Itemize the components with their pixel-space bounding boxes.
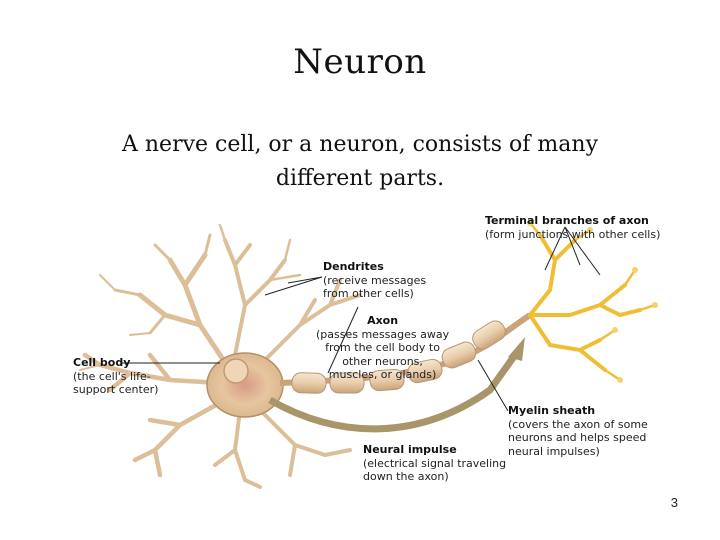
- impulse-heading: Neural impulse: [363, 443, 457, 456]
- axon-heading: Axon: [367, 314, 399, 327]
- page-number: 3: [670, 495, 678, 510]
- impulse-arrow: [268, 352, 518, 433]
- slide-subtitle: A nerve cell, or a neuron, consists of m…: [122, 132, 598, 191]
- terminal-knobs: [527, 220, 658, 383]
- nucleus-shape: [223, 358, 249, 384]
- label-neural-impulse: Neural impulse (electrical signal travel…: [363, 443, 506, 484]
- impulse-arrowhead: [508, 337, 525, 361]
- myelin-desc-2: neurons and helps speed: [508, 431, 647, 444]
- cell-body-desc-2: support center): [73, 383, 159, 396]
- myelin-desc-3: neural impulses): [508, 444, 600, 458]
- cell-body-desc-1: (the cell's life-: [73, 369, 151, 383]
- label-cell-body: Cell body (the cell's life- support cent…: [73, 356, 158, 397]
- pointer-lines: [122, 226, 601, 412]
- label-myelin-sheath: Myelin sheath (covers the axon of some n…: [508, 404, 648, 458]
- label-terminal-branches: Terminal branches of axon (form junction…: [485, 214, 660, 241]
- impulse-desc-2: down the axon): [363, 470, 449, 483]
- neuron-illustration: [79, 220, 658, 489]
- impulse-desc-1: (electrical signal traveling: [363, 456, 507, 470]
- dendrites-desc-2: from other cells): [323, 287, 414, 300]
- axon-desc-3: other neurons,: [342, 354, 423, 368]
- dendrites-pointer: [264, 276, 323, 296]
- slide-title: Neuron: [293, 42, 427, 82]
- myelin-heading: Myelin sheath: [508, 404, 596, 417]
- neuron-diagram: Terminal branches of axon (form junction…: [60, 205, 660, 494]
- terminal-pointer: [544, 226, 601, 276]
- terminal-desc: (form junctions with other cells): [485, 227, 661, 241]
- label-dendrites: Dendrites (receive messages from other c…: [323, 260, 426, 301]
- dendrites-desc-1: (receive messages: [323, 273, 427, 287]
- axon-desc-1: (passes messages away: [316, 327, 450, 341]
- dendrites: [79, 223, 362, 489]
- terminal-branches: [528, 221, 657, 382]
- label-axon: Axon (passes messages away from the cell…: [316, 314, 449, 382]
- axon-pointer: [327, 306, 359, 374]
- axon-desc-2: from the cell body to: [325, 341, 440, 354]
- myelin-segments: [291, 320, 506, 394]
- cell-body-heading: Cell body: [73, 356, 131, 369]
- axon-desc-4: muscles, or glands): [328, 368, 437, 381]
- myelin-desc-1: (covers the axon of some: [508, 417, 648, 431]
- terminal-heading: Terminal branches of axon: [485, 214, 649, 227]
- myelin-pointer: [477, 359, 509, 412]
- dendrites-heading: Dendrites: [323, 260, 384, 273]
